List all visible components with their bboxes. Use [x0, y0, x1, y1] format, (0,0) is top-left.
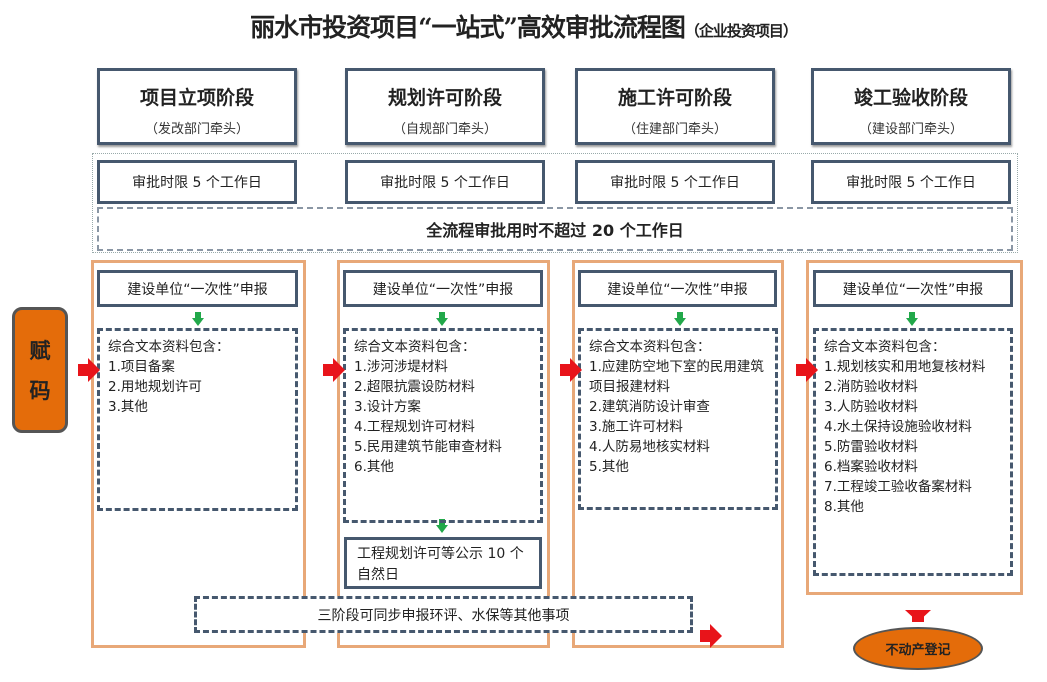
- end-node: 不动产登记: [853, 627, 983, 670]
- doc-item: 6.档案验收材料: [824, 459, 918, 475]
- stage-box: 施工许可阶段 （住建部门牵头）: [575, 68, 775, 145]
- doc-item: 3.其他: [108, 399, 148, 415]
- doc-item: 3.设计方案: [354, 399, 421, 415]
- docs-box: 综合文本资料包含： 1.应建防空地下室的民用建筑项目报建材料 2.建筑消防设计审…: [578, 328, 778, 510]
- submit-box: 建设单位“一次性”申报: [343, 270, 543, 307]
- green-down-arrow-icon: [192, 312, 204, 326]
- doc-item: 1.应建防空地下室的民用建筑项目报建材料: [589, 359, 764, 395]
- doc-item: 2.消防验收材料: [824, 379, 918, 395]
- doc-item: 8.其他: [824, 499, 864, 515]
- docs-box: 综合文本资料包含： 1.项目备案 2.用地规划许可 3.其他: [97, 328, 298, 511]
- doc-item: 1.规划核实和用地复核材料: [824, 359, 986, 375]
- start-text: 码: [29, 379, 51, 403]
- time-limit-box: 审批时限 5 个工作日: [345, 160, 545, 204]
- stage-lead: （住建部门牵头）: [622, 122, 727, 137]
- doc-item: 6.其他: [354, 459, 394, 475]
- red-down-arrow-icon: [905, 610, 931, 622]
- doc-item: 4.人防易地核实材料: [589, 439, 710, 455]
- docs-header: 综合文本资料包含：: [824, 339, 946, 355]
- publicity-box: 工程规划许可等公示 10 个自然日: [344, 537, 542, 589]
- doc-item: 2.建筑消防设计审查: [589, 399, 710, 415]
- red-right-arrow-icon: [323, 358, 345, 382]
- stage-box: 竣工验收阶段 （建设部门牵头）: [811, 68, 1011, 145]
- green-down-arrow-icon: [436, 519, 448, 533]
- docs-box: 综合文本资料包含： 1.规划核实和用地复核材料 2.消防验收材料 3.人防验收材…: [813, 328, 1013, 576]
- total-time-box: 全流程审批用时不超过 20 个工作日: [97, 207, 1013, 251]
- doc-item: 1.涉河涉堤材料: [354, 359, 448, 375]
- docs-header: 综合文本资料包含：: [354, 339, 476, 355]
- time-limit-box: 审批时限 5 个工作日: [811, 160, 1011, 204]
- start-node: 赋码: [12, 307, 68, 433]
- sync-note-box: 三阶段可同步申报环评、水保等其他事项: [194, 596, 693, 633]
- docs-header: 综合文本资料包含：: [108, 339, 230, 355]
- docs-box: 综合文本资料包含： 1.涉河涉堤材料 2.超限抗震设防材料 3.设计方案 4.工…: [343, 328, 543, 523]
- doc-item: 5.防雷验收材料: [824, 439, 918, 455]
- red-right-arrow-icon: [700, 624, 722, 648]
- stage-lead: （自规部门牵头）: [392, 122, 497, 137]
- stage-column: [572, 260, 784, 648]
- start-text: 赋: [29, 339, 51, 363]
- submit-box: 建设单位“一次性”申报: [578, 270, 777, 307]
- red-right-arrow-icon: [560, 358, 582, 382]
- stage-name: 竣工验收阶段: [853, 87, 968, 109]
- doc-item: 5.民用建筑节能审查材料: [354, 439, 502, 455]
- doc-item: 7.工程竣工验收备案材料: [824, 479, 972, 495]
- submit-box: 建设单位“一次性”申报: [97, 270, 298, 307]
- subtitle: （企业投资项目）: [684, 22, 798, 40]
- doc-item: 3.人防验收材料: [824, 399, 918, 415]
- green-down-arrow-icon: [906, 312, 918, 326]
- doc-item: 1.项目备案: [108, 359, 175, 375]
- submit-box: 建设单位“一次性”申报: [813, 270, 1013, 307]
- page-title: 丽水市投资项目“一站式”高效审批流程图（企业投资项目）: [0, 8, 1047, 44]
- stage-name: 项目立项阶段: [139, 87, 254, 109]
- doc-item: 4.工程规划许可材料: [354, 419, 475, 435]
- title-text: 丽水市投资项目“一站式”高效审批流程图: [250, 13, 686, 42]
- time-limit-box: 审批时限 5 个工作日: [575, 160, 775, 204]
- docs-header: 综合文本资料包含：: [589, 339, 711, 355]
- stage-lead: （发改部门牵头）: [144, 122, 249, 137]
- red-right-arrow-icon: [796, 358, 818, 382]
- doc-item: 3.施工许可材料: [589, 419, 683, 435]
- stage-column: [91, 260, 306, 648]
- doc-item: 5.其他: [589, 459, 629, 475]
- time-band: [92, 153, 1018, 253]
- stage-box: 项目立项阶段 （发改部门牵头）: [97, 68, 297, 145]
- stage-name: 施工许可阶段: [617, 87, 732, 109]
- stage-lead: （建设部门牵头）: [858, 122, 963, 137]
- green-down-arrow-icon: [436, 312, 448, 326]
- stage-column: [806, 260, 1023, 595]
- doc-item: 2.超限抗震设防材料: [354, 379, 475, 395]
- stage-box: 规划许可阶段 （自规部门牵头）: [345, 68, 545, 145]
- red-right-arrow-icon: [78, 358, 100, 382]
- stage-name: 规划许可阶段: [387, 87, 502, 109]
- green-down-arrow-icon: [674, 312, 686, 326]
- doc-item: 4.水土保持设施验收材料: [824, 419, 972, 435]
- stage-column: [337, 260, 550, 648]
- doc-item: 2.用地规划许可: [108, 379, 202, 395]
- time-limit-box: 审批时限 5 个工作日: [97, 160, 297, 204]
